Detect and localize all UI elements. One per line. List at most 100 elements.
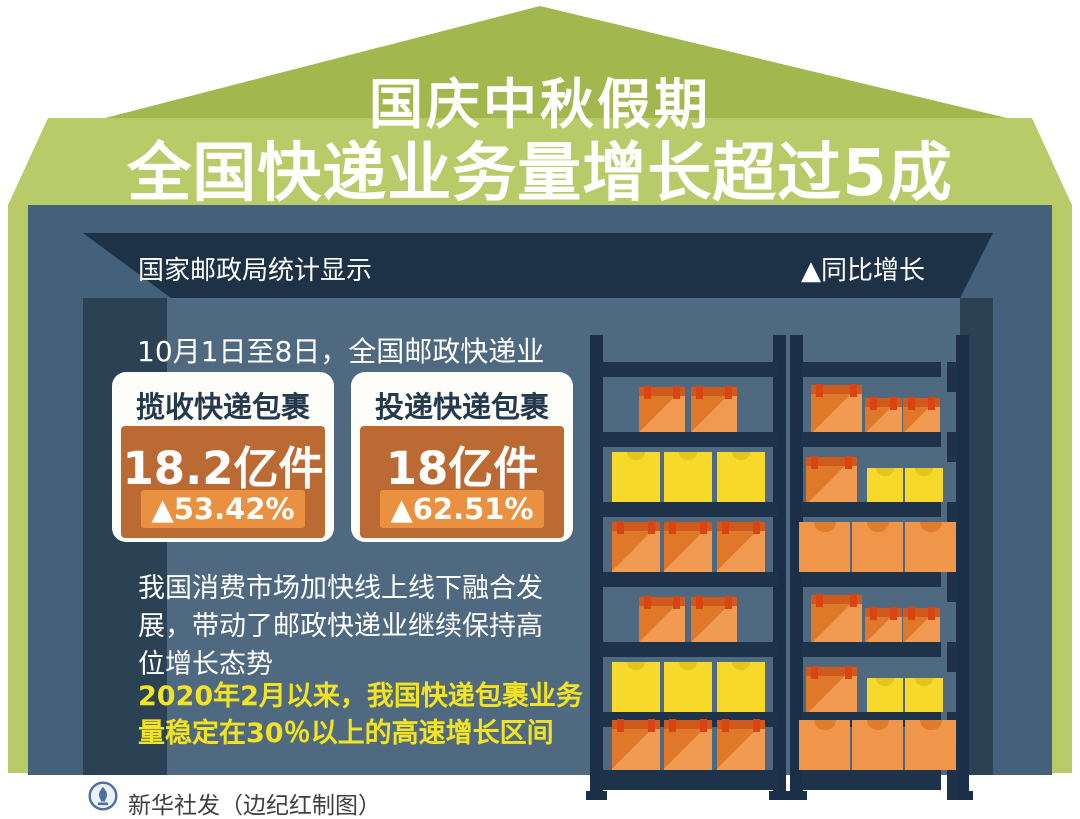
- box-tape-tab: [669, 521, 676, 534]
- box-tape-tab: [908, 607, 915, 620]
- shelf-board: [801, 572, 941, 587]
- box-handle-notch: [679, 452, 697, 460]
- box-tape-tab: [928, 607, 935, 620]
- shelf-foot: [786, 791, 807, 800]
- box-tape-tab: [617, 521, 624, 534]
- package-box: [612, 662, 660, 712]
- shelf-board: [600, 770, 778, 790]
- box-handle-notch: [866, 522, 889, 532]
- shelf-board: [600, 572, 778, 587]
- box-tape-tab: [669, 719, 676, 732]
- box-tape-tab: [725, 386, 732, 399]
- package-box: [717, 452, 765, 502]
- package-box: [612, 452, 660, 502]
- box-tape-tab: [811, 456, 818, 469]
- stat-value: 18.2亿件: [122, 442, 324, 495]
- package-box: [612, 521, 660, 572]
- package-box: [717, 662, 765, 712]
- box-tape-tab: [890, 397, 897, 410]
- package-box: [852, 522, 903, 572]
- package-box: [799, 720, 850, 770]
- package-box: [664, 662, 712, 712]
- package-box: [717, 521, 765, 572]
- package-box: [639, 386, 685, 432]
- body-paragraph: 我国消费市场加快线上线下融合发展，带动了邮政快递业继续保持高位增长态势: [138, 573, 543, 680]
- stat-value-box: 18.2亿件 ▲53.42%: [121, 426, 325, 538]
- box-tape-tab: [850, 594, 857, 607]
- box-tape-tab: [673, 386, 680, 399]
- shelf-board-bracket: [947, 572, 957, 602]
- box-tape-tab: [696, 596, 703, 609]
- shelf-board: [600, 642, 778, 657]
- shelf-post: [590, 335, 603, 800]
- package-box: [867, 468, 903, 502]
- package-box: [717, 719, 765, 770]
- shelf-post: [773, 335, 786, 800]
- box-tape: [639, 387, 685, 396]
- box-handle-notch: [627, 452, 645, 460]
- box-tape-tab: [648, 719, 655, 732]
- highlight-paragraph: 2020年2月以来，我国快递包裹业务量稳定在30％以上的高速增长区间: [138, 681, 583, 749]
- box-tape: [612, 522, 660, 531]
- box-tape-tab: [696, 386, 703, 399]
- box-handle-notch: [813, 522, 836, 532]
- package-box: [811, 384, 862, 432]
- box-handle-notch: [866, 720, 889, 730]
- right-green-border: [1052, 205, 1072, 773]
- box-tape: [664, 720, 712, 729]
- box-handle-notch: [732, 662, 750, 670]
- box-tape-tab: [845, 456, 852, 469]
- title-line-1: 国庆中秋假期: [369, 73, 711, 136]
- stat-growth-badge: ▲62.51%: [380, 490, 544, 528]
- shelf-board-bracket: [947, 642, 957, 672]
- stat-label: 揽收快递包裹: [135, 390, 310, 424]
- shelf-board: [801, 770, 941, 790]
- box-handle-notch: [679, 662, 697, 670]
- box-tape: [865, 398, 902, 407]
- box-tape-tab: [644, 386, 651, 399]
- shelf-board: [801, 642, 941, 657]
- box-tape: [612, 720, 660, 729]
- box-tape-tab: [617, 719, 624, 732]
- package-box: [664, 719, 712, 770]
- box-tape-tab: [908, 397, 915, 410]
- package-box: [865, 607, 902, 642]
- box-handle-notch: [915, 678, 933, 686]
- package-box: [691, 596, 737, 642]
- growth-legend: ▲同比增长: [801, 256, 925, 286]
- box-handle-notch: [732, 452, 750, 460]
- box-tape: [806, 457, 857, 466]
- shelf-board: [600, 502, 778, 517]
- box-handle-notch: [627, 662, 645, 670]
- box-tape: [811, 385, 862, 394]
- package-box: [664, 521, 712, 572]
- box-tape-tab: [811, 666, 818, 679]
- shelf-board: [801, 362, 941, 377]
- shelf-board-bracket: [947, 502, 957, 532]
- box-tape-tab: [816, 594, 823, 607]
- box-tape: [865, 608, 902, 617]
- intro-text: 10月1日至8日，全国邮政快递业: [137, 335, 545, 368]
- box-tape-tab: [753, 719, 760, 732]
- box-tape-tab: [700, 719, 707, 732]
- box-handle-notch: [919, 522, 942, 532]
- package-box: [867, 678, 903, 712]
- shelf-foot: [769, 791, 790, 800]
- box-tape: [811, 595, 862, 604]
- box-tape: [903, 398, 940, 407]
- stat-card-collected: 揽收快递包裹 18.2亿件 ▲53.42%: [112, 372, 334, 542]
- shelf-board: [600, 432, 778, 447]
- box-tape-tab: [753, 521, 760, 534]
- box-tape-tab: [870, 397, 877, 410]
- box-handle-notch: [876, 468, 894, 476]
- box-tape: [691, 597, 737, 606]
- shelf-board: [801, 502, 941, 517]
- source-note: 国家邮政局统计显示: [138, 256, 373, 286]
- box-handle-notch: [919, 720, 942, 730]
- box-tape-tab: [928, 397, 935, 410]
- box-tape-tab: [648, 521, 655, 534]
- package-box: [905, 468, 943, 502]
- shelf-board-bracket: [947, 432, 957, 462]
- box-handle-notch: [813, 720, 836, 730]
